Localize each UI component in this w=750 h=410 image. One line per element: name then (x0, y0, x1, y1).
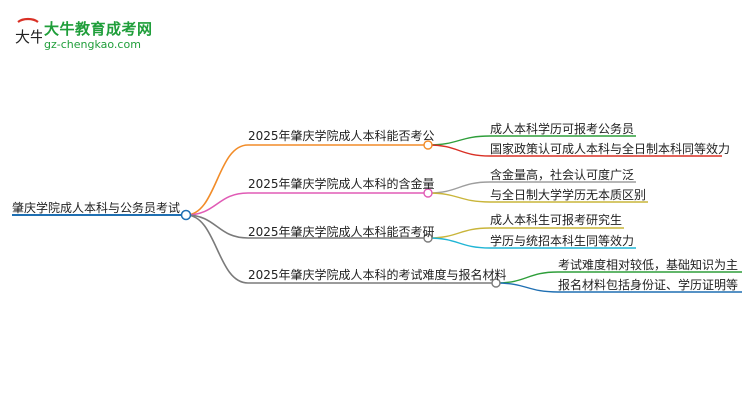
leaf-connector (495, 282, 559, 293)
logo-mark-icon: 大牛 (15, 17, 42, 46)
branch-node-dot (423, 188, 433, 198)
leaf-connector (427, 181, 491, 194)
branch-node-dot (423, 140, 433, 150)
branch-node-label[interactable]: 2025年肇庆学院成人本科能否考研 (248, 225, 435, 239)
leaf-connector (427, 144, 491, 157)
leaf-node-label[interactable]: 含金量高，社会认可度广泛 (490, 168, 635, 182)
branch-connector (185, 144, 249, 216)
branch-node-label[interactable]: 2025年肇庆学院成人本科能否考公 (248, 129, 435, 143)
branch-node-dot (423, 233, 433, 243)
branch-connector (185, 214, 249, 239)
leaf-node-label[interactable]: 国家政策认可成人本科与全日制本科同等效力 (490, 142, 731, 156)
branch-node-dot (491, 278, 501, 288)
branch-connector (185, 214, 249, 284)
leaf-node-label[interactable]: 成人本科生可报考研究生 (490, 213, 623, 227)
leaf-node-label[interactable]: 报名材料包括身份证、学历证明等 (558, 278, 739, 292)
root-node-dot (180, 209, 192, 221)
root-node-label[interactable]: 肇庆学院成人本科与公务员考试 (12, 201, 181, 215)
leaf-node-label[interactable]: 与全日制大学学历无本质区别 (490, 188, 647, 202)
leaf-node-label[interactable]: 成人本科学历可报考公务员 (490, 122, 635, 136)
leaf-node-label[interactable]: 学历与统招本科生同等效力 (490, 234, 635, 248)
leaf-node-label[interactable]: 考试难度相对较低，基础知识为主 (558, 258, 739, 272)
logo-mark-text: 大牛 (15, 28, 42, 46)
leaf-connector (427, 227, 491, 239)
logo-url: gz-chengkao.com (44, 38, 141, 51)
leaf-connector (427, 237, 491, 249)
site-logo[interactable]: 大牛 大牛教育成考网 gz-chengkao.com (14, 16, 164, 52)
leaf-connector (427, 192, 491, 203)
branch-connector (185, 192, 249, 216)
branch-node-label[interactable]: 2025年肇庆学院成人本科的含金量 (248, 177, 435, 191)
branch-node-label[interactable]: 2025年肇庆学院成人本科的考试难度与报名材料 (248, 268, 507, 282)
logo-brand-name: 大牛教育成考网 (44, 20, 153, 38)
leaf-connector (427, 135, 491, 146)
